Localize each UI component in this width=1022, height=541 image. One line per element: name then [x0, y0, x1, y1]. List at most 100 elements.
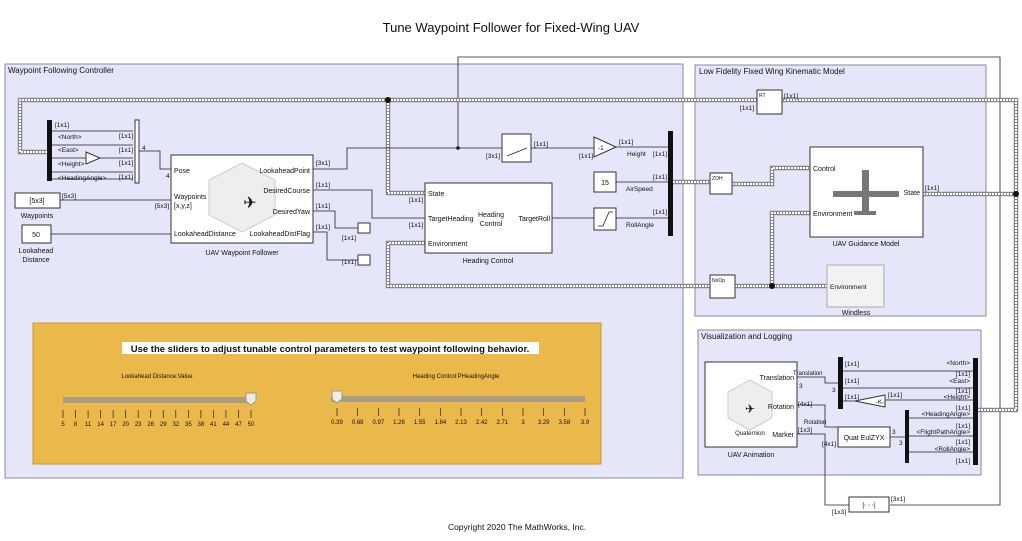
svg-text:<FlightPathAngle>: <FlightPathAngle>: [917, 429, 971, 436]
state-feedback-wire[interactable]: [457, 56, 1001, 506]
slider-tick-label: 1.84: [434, 420, 446, 426]
svg-text:[1x1]: [1x1]: [119, 133, 133, 140]
svg-text:DesiredYaw: DesiredYaw: [273, 209, 311, 216]
svg-text:[1x1]: [1x1]: [845, 361, 859, 368]
svg-text:-K-: -K-: [876, 400, 884, 406]
height-signal-label: Height: [627, 151, 646, 158]
waypoint-follower-icon: [208, 162, 276, 233]
svg-text:[1x3]: [1x3]: [798, 427, 812, 434]
slider-tick-label: 47: [235, 422, 242, 428]
svg-text:[1x1]: [1x1]: [409, 222, 423, 229]
slider1-thumb[interactable]: [245, 392, 257, 406]
svg-text:[◦ ◦ ◦]: [◦ ◦ ◦]: [862, 503, 875, 509]
slider-tick-label: 1.26: [393, 420, 405, 426]
model-title: Tune Waypoint Follower for Fixed-Wing UA…: [383, 20, 640, 35]
gain-negate-block[interactable]: -1 [1x1] Height [1x1]: [593, 136, 668, 158]
svg-text:15: 15: [601, 180, 609, 187]
marker-color-constant[interactable]: [◦ ◦ ◦] [3x1] [1x3]: [832, 496, 905, 516]
mux-pose[interactable]: 4: [134, 119, 171, 184]
svg-text:[1x1]: [1x1]: [55, 122, 69, 129]
slider-tick-label: 3: [521, 420, 525, 426]
bus-selector-viz[interactable]: [973, 358, 978, 465]
svg-text:TargetHeading: TargetHeading: [428, 216, 474, 223]
slider-tick-label: 44: [223, 422, 230, 428]
terminator-desired-yaw[interactable]: [357, 222, 371, 234]
airspeed-constant[interactable]: 15 AirSpeed [1x1]: [593, 171, 668, 193]
svg-text:✈: ✈: [243, 195, 256, 212]
bus-selector-pose[interactable]: [1x1] <North> <East> <Height> <HeadingAn…: [47, 120, 133, 182]
svg-text:[1x1]: [1x1]: [653, 151, 667, 158]
slider-tick-label: 38: [198, 422, 205, 428]
uav-guidance-model-block[interactable]: Control Environment State [1x1] UAV Guid…: [809, 146, 939, 248]
slider-tick-label: 1.55: [414, 420, 426, 426]
svg-text:[3x1]: [3x1]: [486, 153, 500, 160]
mux-translation[interactable]: [838, 357, 843, 409]
uav-waypoint-follower-block[interactable]: ✈ Pose Waypoints [x,y,z] LookaheadDistan…: [166, 154, 314, 257]
slider2-label: Heading Control:PHeadingAngle: [413, 374, 500, 380]
slider2-thumb[interactable]: [331, 390, 343, 404]
windless-block[interactable]: Environment Windless: [826, 264, 885, 317]
bus-out-height: <Height>: [58, 161, 85, 168]
svg-text:[1x1]: [1x1]: [653, 209, 667, 216]
selector-block[interactable]: [3x1] [1x1] [1x1]: [486, 133, 594, 163]
slider-tick-label: 5: [61, 422, 65, 428]
slider-tick-label: 2.42: [476, 420, 488, 426]
svg-text:Environment: Environment: [830, 284, 867, 291]
svg-text:[1x1]: [1x1]: [740, 105, 754, 112]
saturation-block[interactable]: RollAngle [1x1]: [552, 207, 668, 231]
slider-tick-label: 14: [97, 422, 104, 428]
lookahead-distance-constant[interactable]: 50 Lookahead Distance: [19, 224, 171, 264]
svg-text:[4x1]: [4x1]: [822, 441, 836, 448]
svg-text:<RollAngle>: <RollAngle>: [935, 446, 971, 453]
slider-tick-label: 26: [147, 422, 154, 428]
svg-text:Environment: Environment: [813, 211, 852, 218]
quat-eulzyx-block[interactable]: Quat EulZYX 3: [837, 426, 896, 448]
svg-text:[1x1]: [1x1]: [925, 185, 939, 192]
svg-text:[1x1]: [1x1]: [534, 141, 548, 148]
svg-text:50: 50: [32, 232, 40, 239]
waypoints-constant[interactable]: [5x3] Waypoints [5x3] [5x3]: [14, 192, 171, 220]
svg-text:[1x1]: [1x1]: [653, 174, 667, 181]
slider-tick-label: 41: [210, 422, 217, 428]
copyright: Copyright 2020 The MathWorks, Inc.: [448, 522, 586, 532]
gain-block-small[interactable]: [85, 151, 102, 165]
rate-transition-block[interactable]: RT [1x1] [1x1]: [740, 89, 798, 115]
slider1-label: Lookahead Distance:Value: [121, 374, 193, 380]
viz-bus-outputs: <North> [1x1] <East> [1x1] <Height> [1x1…: [917, 360, 971, 465]
guidance-model-label: UAV Guidance Model: [833, 241, 900, 248]
svg-text:[1x1]: [1x1]: [845, 378, 859, 385]
svg-text:RT: RT: [759, 93, 766, 99]
svg-text:[1x1]: [1x1]: [956, 405, 970, 412]
state-bus-wire[interactable]: [17, 97, 1019, 413]
slider1-track[interactable]: [63, 397, 252, 403]
svg-text:4: 4: [142, 145, 146, 152]
svg-text:[1x1]: [1x1]: [956, 371, 970, 378]
bus-out-heading: <HeadingAngle>: [58, 175, 107, 182]
slider-tick-label: 35: [185, 422, 192, 428]
svg-text:[1x1]: [1x1]: [579, 153, 593, 160]
svg-text:State: State: [428, 191, 444, 198]
svg-text:[1x1]: [1x1]: [956, 458, 970, 465]
mux-rotation[interactable]: [905, 410, 909, 463]
tuning-annotation-panel: Use the sliders to adjust tunable contro…: [32, 322, 602, 465]
slider2-track[interactable]: [331, 396, 585, 402]
terminator-lookahead-flag[interactable]: [357, 254, 371, 266]
bus-creator-control[interactable]: [668, 131, 673, 236]
noop-block[interactable]: NoOp: [709, 274, 736, 299]
gain-k-block[interactable]: [854, 394, 886, 408]
svg-text:[1x1]: [1x1]: [342, 259, 356, 266]
svg-text:Control: Control: [813, 166, 836, 173]
zoh-block[interactable]: ZOH: [709, 172, 733, 195]
svg-text:Control: Control: [480, 221, 503, 228]
svg-text:Waypoints: Waypoints: [174, 194, 207, 201]
svg-text:<North>: <North>: [947, 360, 971, 367]
uav-animation-block[interactable]: ✈ Quaternion Translation Rotation Marker…: [704, 361, 798, 459]
heading-control-label: Heading Control: [463, 258, 514, 265]
heading-control-block[interactable]: State TargetHeading Environment Heading …: [409, 182, 553, 265]
uav-animation-label: UAV Animation: [728, 452, 775, 459]
slider-tick-label: 0.39: [331, 420, 343, 426]
svg-text:[1x1]: [1x1]: [888, 392, 902, 399]
svg-text:3: 3: [892, 429, 896, 436]
slider-tick-label: 3.58: [558, 420, 570, 426]
